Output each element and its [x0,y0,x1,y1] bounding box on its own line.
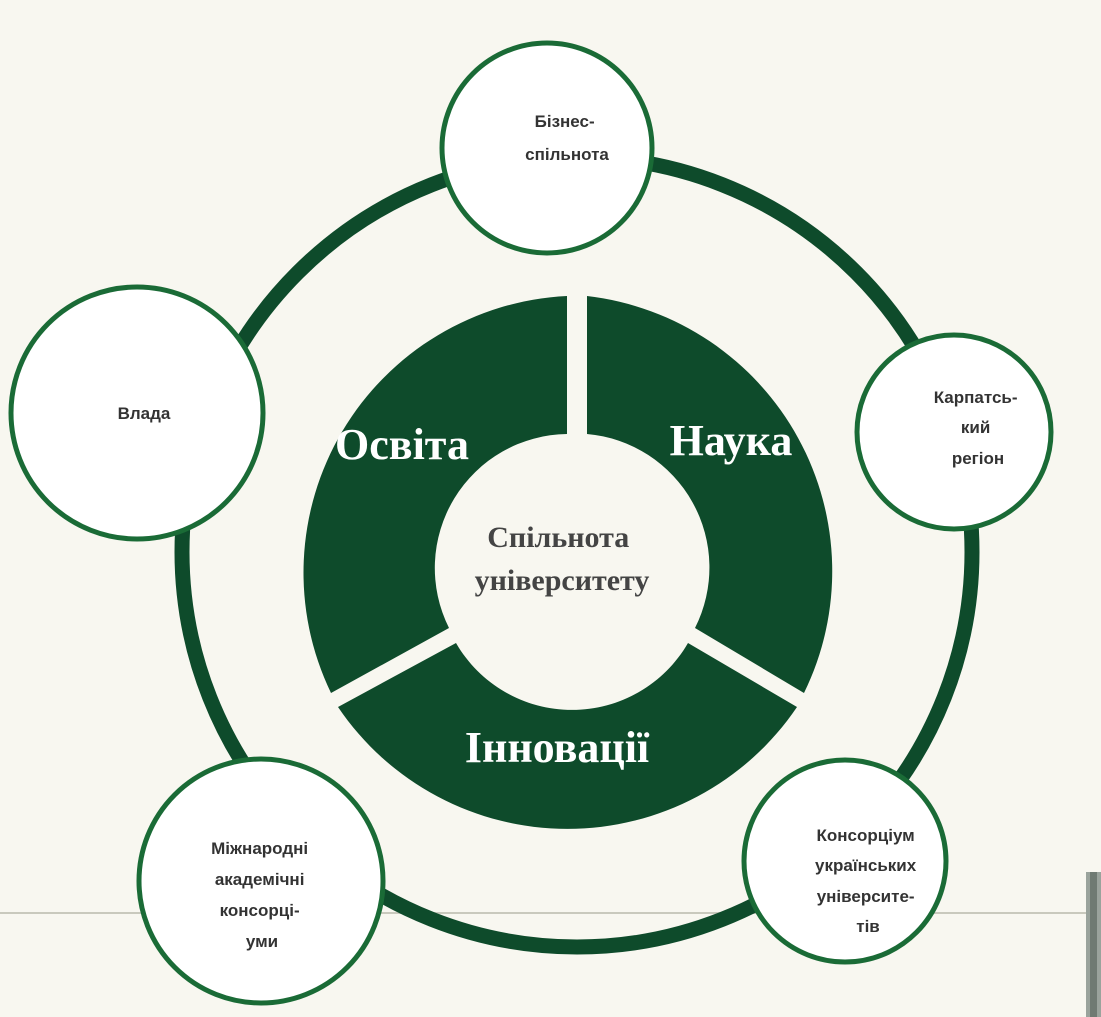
node-intl-consortia: Міжнародні академічні консорці- уми [136,756,386,1006]
segment-label-innovatsii: Інновації [465,723,650,772]
center-label-line: Спільнота [487,521,629,554]
node-carpathian-line: кий [961,418,990,437]
svg-text:Бізнес- спільнота: Бізнес- спільнота [525,112,609,164]
node-consortium-ua: Консорціум українських університе- тів [741,757,949,965]
node-consortium-ua-line: університе- [817,887,915,906]
node-carpathian-line: регіон [952,449,1004,468]
node-intl-consortia-line: уми [246,932,278,951]
segment-nauka [587,296,833,693]
svg-text:Карпатсь- кий: Карпатсь- кий регіон [934,388,1023,468]
node-carpathian: Карпатсь- кий регіон [854,332,1054,532]
node-government: Влада [8,284,266,542]
svg-text:Консорціум українських: Консорціум українських університе- тів [815,826,921,936]
node-business: Бізнес- спільнота [439,40,655,256]
node-government-line: Влада [118,404,171,423]
segment-innovatsii [338,643,797,829]
segment-label-osvita: Освіта [335,420,469,469]
node-business-line: Бізнес- [535,112,595,131]
node-consortium-ua-line: українських [815,856,917,875]
node-carpathian-line: Карпатсь- [934,388,1018,407]
node-intl-consortia-line: академічні [215,870,305,889]
node-consortium-ua-line: Консорціум [817,826,915,845]
node-intl-consortia-line: Міжнародні [211,839,308,858]
node-intl-consortia-line: консорці- [220,901,300,920]
svg-text:Влада: Влада [118,404,171,423]
node-consortium-ua-line: тів [856,917,880,936]
center-label-line: університету [475,564,650,597]
center-label: Спільнота університету [475,521,650,597]
decorative-corner-figure [1086,872,1101,1017]
segment-label-nauka: Наука [670,416,793,465]
segment-osvita [303,296,567,693]
node-business-line: спільнота [525,145,609,164]
svg-text:Міжнародні академічні: Міжнародні академічні консорці- уми [211,839,313,951]
